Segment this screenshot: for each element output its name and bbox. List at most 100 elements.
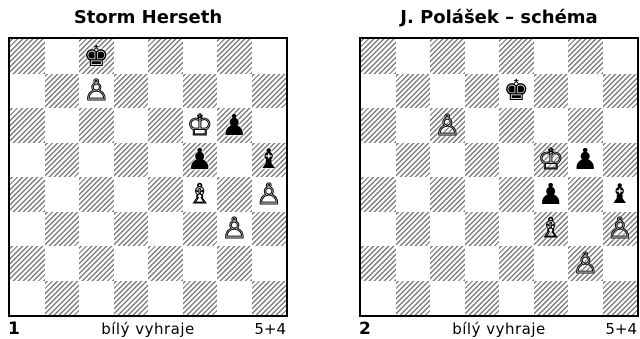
square-e2 bbox=[499, 246, 534, 281]
square-e3 bbox=[148, 212, 183, 247]
square-b2 bbox=[45, 246, 80, 281]
square-c3 bbox=[79, 212, 114, 247]
square-a5 bbox=[10, 143, 45, 178]
square-f1 bbox=[183, 281, 218, 316]
square-c1 bbox=[79, 281, 114, 316]
square-f7 bbox=[534, 74, 569, 109]
square-d4 bbox=[465, 177, 500, 212]
square-h7 bbox=[603, 74, 638, 109]
square-e1 bbox=[148, 281, 183, 316]
square-b8 bbox=[45, 39, 80, 74]
square-c4 bbox=[79, 177, 114, 212]
square-g1 bbox=[568, 281, 603, 316]
square-h1 bbox=[603, 281, 638, 316]
square-b6 bbox=[45, 108, 80, 143]
piece-count: 5+4 bbox=[605, 320, 637, 338]
square-a6 bbox=[10, 108, 45, 143]
diagram-footer: 1 bílý vyhraje 5+4 bbox=[8, 319, 288, 339]
white-pawn-icon: ♙ bbox=[434, 111, 460, 140]
square-d6 bbox=[114, 108, 149, 143]
piece-count: 5+4 bbox=[254, 320, 286, 338]
square-h6 bbox=[603, 108, 638, 143]
square-a8 bbox=[361, 39, 396, 74]
square-d2 bbox=[114, 246, 149, 281]
square-h5 bbox=[603, 143, 638, 178]
square-f1 bbox=[534, 281, 569, 316]
square-g7 bbox=[217, 74, 252, 109]
diagram-title: J. Polášek – schéma bbox=[359, 7, 639, 28]
square-f8 bbox=[183, 39, 218, 74]
square-e8 bbox=[499, 39, 534, 74]
square-f6 bbox=[534, 108, 569, 143]
square-c8: ♚ bbox=[79, 39, 114, 74]
square-c5 bbox=[430, 143, 465, 178]
square-b3 bbox=[45, 212, 80, 247]
square-g4 bbox=[568, 177, 603, 212]
white-pawn-icon: ♙ bbox=[256, 180, 282, 209]
square-a1 bbox=[361, 281, 396, 316]
square-g6: ♟ bbox=[217, 108, 252, 143]
square-e3 bbox=[499, 212, 534, 247]
square-c8 bbox=[430, 39, 465, 74]
square-g2: ♙ bbox=[568, 246, 603, 281]
square-a2 bbox=[10, 246, 45, 281]
square-f5: ♔ bbox=[534, 143, 569, 178]
square-c2 bbox=[430, 246, 465, 281]
square-d6 bbox=[465, 108, 500, 143]
square-e7 bbox=[148, 74, 183, 109]
square-g8 bbox=[217, 39, 252, 74]
square-b7 bbox=[45, 74, 80, 109]
square-a6 bbox=[361, 108, 396, 143]
square-c6: ♙ bbox=[430, 108, 465, 143]
square-d1 bbox=[465, 281, 500, 316]
square-a3 bbox=[10, 212, 45, 247]
square-d3 bbox=[114, 212, 149, 247]
square-e4 bbox=[499, 177, 534, 212]
chess-board: ♚♙♔♟♟♝♗♙♙ bbox=[8, 37, 288, 317]
square-c7: ♙ bbox=[79, 74, 114, 109]
square-e4 bbox=[148, 177, 183, 212]
square-b3 bbox=[396, 212, 431, 247]
square-c6 bbox=[79, 108, 114, 143]
square-f3 bbox=[183, 212, 218, 247]
square-a2 bbox=[361, 246, 396, 281]
square-a8 bbox=[10, 39, 45, 74]
square-e6 bbox=[499, 108, 534, 143]
square-a4 bbox=[10, 177, 45, 212]
square-c2 bbox=[79, 246, 114, 281]
square-a1 bbox=[10, 281, 45, 316]
square-b1 bbox=[45, 281, 80, 316]
square-a3 bbox=[361, 212, 396, 247]
square-b5 bbox=[396, 143, 431, 178]
square-g3: ♙ bbox=[217, 212, 252, 247]
square-e8 bbox=[148, 39, 183, 74]
square-a7 bbox=[10, 74, 45, 109]
square-h3: ♙ bbox=[603, 212, 638, 247]
square-h2 bbox=[603, 246, 638, 281]
square-e5 bbox=[499, 143, 534, 178]
square-b5 bbox=[45, 143, 80, 178]
square-d7 bbox=[114, 74, 149, 109]
square-e2 bbox=[148, 246, 183, 281]
square-d2 bbox=[465, 246, 500, 281]
black-pawn-icon: ♟ bbox=[572, 145, 598, 174]
square-e7: ♚ bbox=[499, 74, 534, 109]
black-king-icon: ♚ bbox=[503, 76, 529, 105]
square-d8 bbox=[465, 39, 500, 74]
white-king-icon: ♔ bbox=[538, 145, 564, 174]
square-h3 bbox=[252, 212, 287, 247]
white-pawn-icon: ♙ bbox=[607, 214, 633, 243]
square-g6 bbox=[568, 108, 603, 143]
square-f4: ♟ bbox=[534, 177, 569, 212]
white-king-icon: ♔ bbox=[187, 111, 213, 140]
square-g4 bbox=[217, 177, 252, 212]
square-d5 bbox=[465, 143, 500, 178]
black-king-icon: ♚ bbox=[83, 42, 109, 71]
black-bishop-icon: ♝ bbox=[608, 181, 632, 208]
square-g1 bbox=[217, 281, 252, 316]
square-d4 bbox=[114, 177, 149, 212]
black-bishop-icon: ♝ bbox=[257, 146, 281, 173]
chess-diagram-1: Storm Herseth ♚♙♔♟♟♝♗♙♙ 1 bílý vyhraje 5… bbox=[8, 0, 288, 338]
square-f4: ♗ bbox=[183, 177, 218, 212]
black-pawn-icon: ♟ bbox=[187, 145, 213, 174]
